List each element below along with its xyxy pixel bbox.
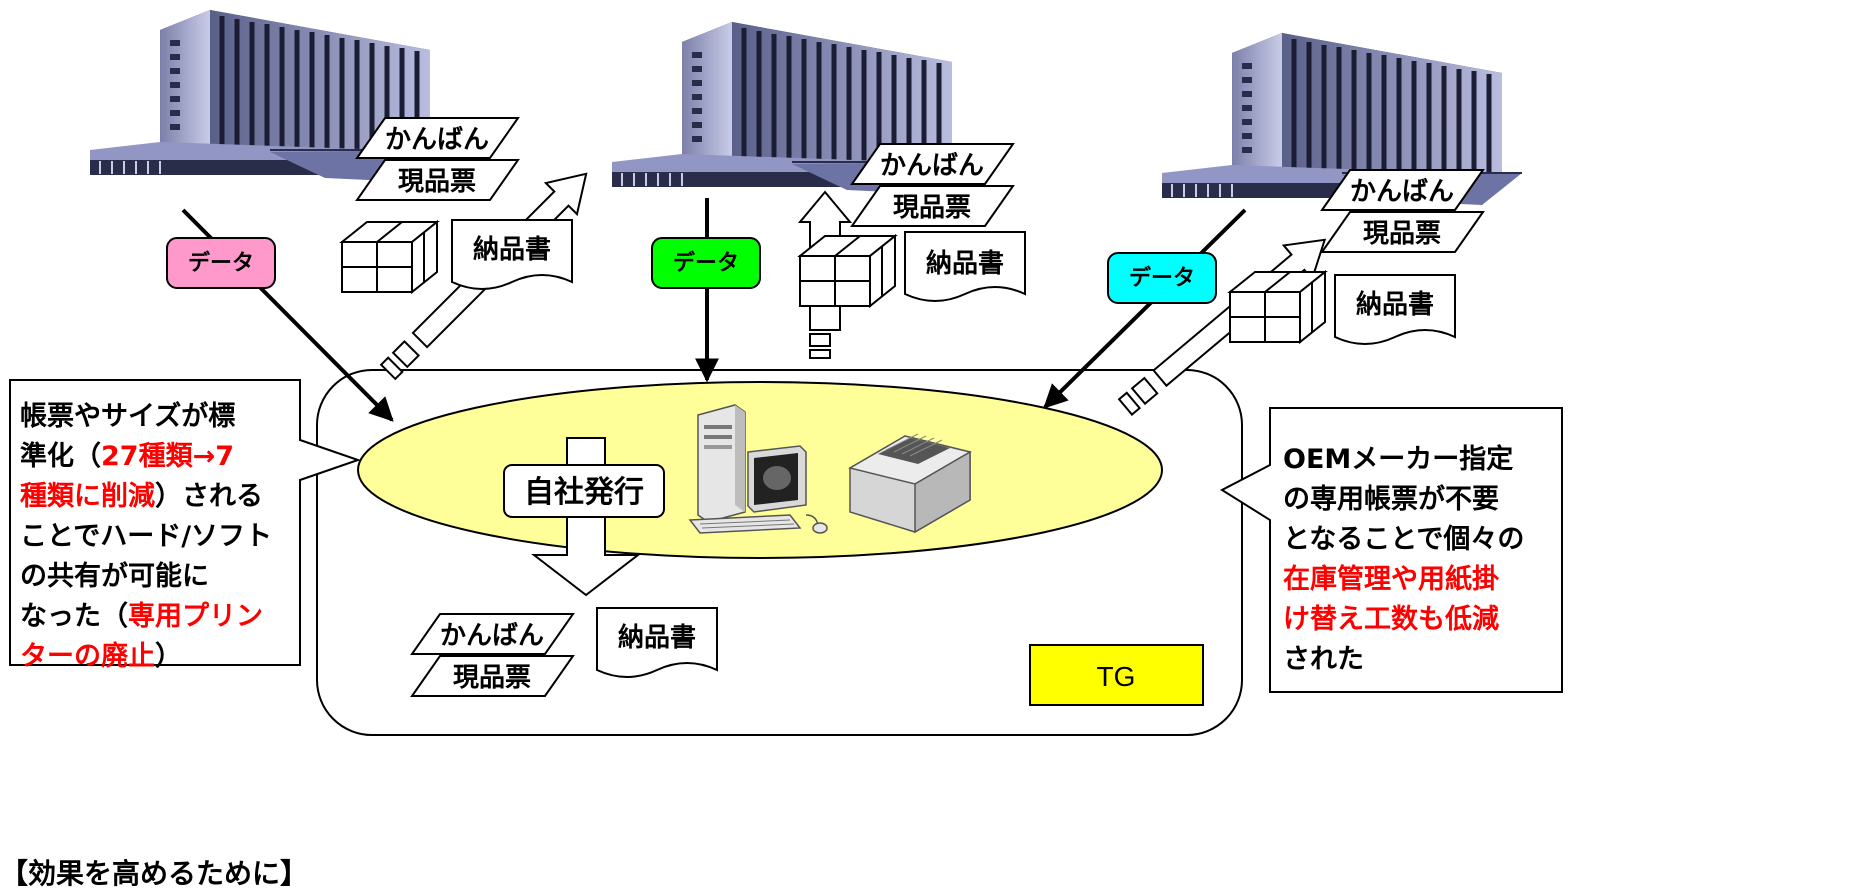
- callout-right-line: された: [1283, 644, 1364, 675]
- callout-left-line: ）される: [155, 481, 263, 512]
- genpinhyo-slip: [1320, 211, 1485, 253]
- callout-left-highlight: 種類に削減: [20, 481, 155, 512]
- nouhinsho-label: 納品書: [618, 622, 696, 653]
- self-issue-box: [503, 464, 665, 518]
- genpinhyo-label: 現品票: [453, 663, 531, 693]
- callout-right-bubble: [1219, 407, 1563, 693]
- kanban-slip: [355, 117, 520, 159]
- callout-right-line: OEMメーカー指定: [1283, 444, 1514, 475]
- nouhinsho-label: 納品書: [473, 234, 551, 265]
- data-badge-cyan: [1107, 252, 1217, 304]
- printer-icon: [848, 433, 972, 534]
- kanban-label: かんばん: [880, 151, 984, 181]
- kanban-label: かんばん: [1350, 177, 1454, 207]
- callout-left-highlight: 27種類→7: [101, 441, 234, 472]
- genpinhyo-label: 現品票: [398, 167, 476, 197]
- callout-left-highlight: ターの廃止: [20, 641, 155, 672]
- genpinhyo-label: 現品票: [893, 193, 971, 223]
- box-icon: [341, 221, 438, 293]
- kanban-slip: [1320, 169, 1485, 211]
- tg-label: TG: [1097, 661, 1136, 692]
- callout-left-line: 準化（: [20, 441, 101, 472]
- footer-heading: 【効果を高めるために】: [0, 857, 309, 890]
- callout-left-highlight: 専用プリン: [128, 601, 263, 632]
- data-arrow: [1043, 208, 1247, 409]
- callout-left-line: の共有が可能に: [20, 561, 209, 592]
- genpinhyo-slip: [850, 185, 1015, 227]
- callout-right-highlight: け替え工数も低減: [1283, 604, 1499, 635]
- callout-left-bubble: [9, 379, 362, 666]
- callout-left-text: 帳票やサイズが標 準化（27種類→7 種類に削減）される ことでハード/ソフト …: [20, 397, 272, 677]
- kanban-label: かんばん: [385, 125, 489, 155]
- callout-right-line: となることで個々の: [1283, 524, 1525, 555]
- kanban-slip: [850, 143, 1015, 185]
- callout-left-line: 帳票やサイズが標: [20, 401, 236, 432]
- callout-left-line: ことでハード/ソフト: [20, 521, 273, 552]
- data-label: データ: [188, 250, 254, 276]
- nouhinsho-label: 納品書: [1356, 289, 1434, 320]
- genpinhyo-slip: [355, 159, 520, 201]
- data-badge-green: [651, 237, 761, 289]
- data-label: データ: [673, 250, 739, 276]
- genpinhyo-label: 現品票: [1363, 219, 1441, 249]
- tg-boundary: [316, 369, 1243, 736]
- box-icon: [799, 235, 896, 307]
- kanban-label: かんばん: [440, 621, 544, 651]
- callout-left-line: ）: [155, 641, 182, 672]
- nouhinsho-label: 納品書: [926, 248, 1004, 279]
- box-icon: [1229, 271, 1326, 343]
- callout-right-highlight: 在庫管理や用紙掛: [1283, 564, 1499, 595]
- callout-right-text: OEMメーカー指定 の専用帳票が不要 となることで個々の 在庫管理や用紙掛 け替…: [1283, 440, 1524, 680]
- data-label: データ: [1129, 265, 1195, 291]
- self-issue-label: 自社発行: [524, 475, 644, 510]
- computer-icon: [688, 404, 828, 534]
- callout-right-line: の専用帳票が不要: [1283, 484, 1499, 515]
- callout-left-line: なった（: [20, 601, 128, 632]
- genpinhyo-slip: [410, 655, 575, 697]
- kanban-slip: [410, 613, 575, 655]
- tg-label-box: [1029, 644, 1204, 706]
- data-badge-pink: [166, 237, 276, 289]
